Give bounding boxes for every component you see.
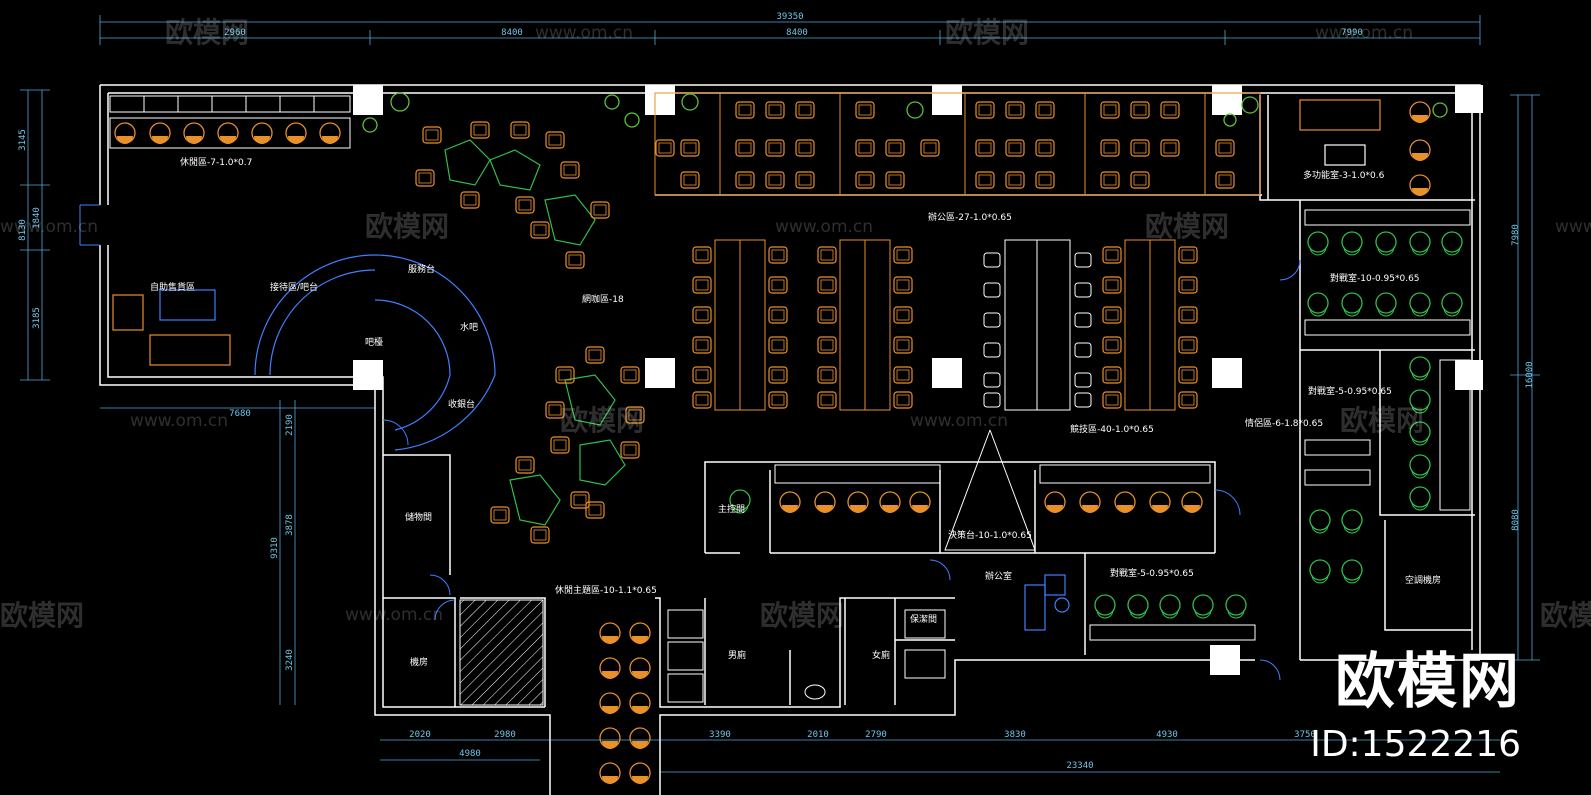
watermarks: 欧模网 www.om.cn 欧模网 www.om.cn www.om.cn 欧模… — [0, 16, 1591, 632]
dim-left-3: 3185 — [32, 307, 42, 329]
watermark-url: www.om.cn — [535, 23, 633, 43]
watermark-url: www.om.cn — [910, 411, 1008, 431]
dim-bottom-seg: 2980 — [494, 730, 516, 740]
label-lounge-top: 休閒區-7-1.0*0.7 — [180, 156, 252, 168]
watermark-url: www.om.cn — [1315, 23, 1413, 43]
hex-cluster-top — [415, 121, 610, 269]
brand-badge-name: 欧模网 — [1335, 647, 1521, 717]
dim-top-small: 2960 — [224, 28, 246, 38]
label-aircon: 空調機房 — [1405, 574, 1441, 586]
left-sofas — [112, 289, 231, 366]
walls — [99, 84, 1481, 795]
dim-lower-2: 3878 — [285, 514, 295, 536]
lounge-top-cabinets — [109, 95, 351, 149]
label-mens-wc: 男廁 — [728, 649, 746, 661]
label-booth-right-mid: 對戰室-5-0.95*0.65 — [1308, 385, 1392, 397]
office-top-desks — [654, 92, 1261, 196]
dim-left-2: 1840 — [32, 207, 42, 229]
reception-counter — [254, 254, 496, 451]
label-comp-area: 競技區-40-1.0*0.65 — [1070, 423, 1154, 435]
multi-room-furniture — [1299, 99, 1431, 197]
watermark-brand: 欧模网 — [945, 16, 1029, 49]
dim-lower-total: 9310 — [270, 537, 280, 559]
decision-row — [774, 429, 1211, 551]
office-desk — [1024, 574, 1070, 631]
label-womens-wc: 女廁 — [872, 649, 890, 661]
dim-right-1: 7980 — [1511, 224, 1521, 246]
dim-left-bottom: 7680 — [229, 409, 251, 419]
competition-desks — [714, 239, 1176, 411]
label-recept-c: 收銀台 — [448, 398, 475, 410]
hex-cluster-bottom — [490, 346, 645, 544]
dimension-labels: 39350 2960 8400 8400 7990 3145 1840 8130… — [18, 12, 1535, 771]
label-cleaning: 保潔間 — [910, 613, 937, 625]
label-office-main: 辦公區-27-1.0*0.65 — [928, 211, 1012, 223]
label-bar: 吧檯 — [365, 336, 383, 348]
dim-top-total: 39350 — [776, 12, 803, 22]
dim-right-2: 8080 — [1511, 509, 1521, 531]
dim-top-seg: 8400 — [786, 28, 808, 38]
watermark-url: www.om.cn — [1555, 217, 1591, 237]
columns — [353, 85, 1483, 675]
label-self-service: 自助售貨區 — [150, 281, 195, 293]
label-water-bar: 水吧 — [460, 321, 478, 333]
stair-shaft — [459, 599, 544, 706]
dim-bottom-seg: 2790 — [865, 730, 887, 740]
dim-bottom-seg: 2010 — [807, 730, 829, 740]
dim-bottom-total: 23340 — [1066, 761, 1093, 771]
watermark-brand: 欧模网 — [560, 404, 644, 437]
watermark-brand: 欧模网 — [760, 599, 844, 632]
dim-bottom-sub: 4980 — [459, 749, 481, 759]
label-corridor-seats: 休閒主題區-10-1.1*0.65 — [555, 584, 657, 596]
corridor-seats — [599, 622, 651, 785]
watermark-brand: 欧模网 — [1540, 599, 1591, 632]
battle-room-desks — [1089, 209, 1471, 641]
dim-bottom-seg: 4930 — [1156, 730, 1178, 740]
label-storage: 儲物間 — [405, 511, 432, 523]
label-office: 辦公室 — [985, 570, 1012, 582]
watermark-brand: 欧模网 — [1145, 210, 1229, 243]
dimension-lines — [20, 15, 1540, 773]
dim-bottom-seg: 2020 — [409, 730, 431, 740]
doors — [79, 204, 1301, 681]
room-labels: 休閒區-7-1.0*0.7 辦公區-27-1.0*0.65 多功能室-3-1.0… — [150, 156, 1441, 668]
dim-bottom-seg: 3830 — [1004, 730, 1026, 740]
watermark-brand: 欧模网 — [165, 16, 249, 49]
label-recept-b: 服務台 — [408, 263, 435, 275]
dim-bottom-seg: 3750 — [1294, 730, 1316, 740]
dim-right-total: 16000 — [1525, 361, 1535, 388]
label-control: 主控間 — [718, 503, 745, 515]
label-recept-a: 接待區/吧台 — [270, 281, 318, 293]
dim-lower-3: 3240 — [285, 649, 295, 671]
label-multi-room: 多功能室-3-1.0*0.6 — [1303, 169, 1385, 181]
label-decision-area: 決策台-10-1.0*0.65 — [948, 529, 1032, 541]
brand-badge-id: ID:1522216 — [1310, 724, 1521, 765]
dim-left-total: 8130 — [18, 219, 28, 241]
label-booth-right-top: 對戰室-10-0.95*0.65 — [1330, 272, 1420, 284]
watermark-url: www.om.cn — [345, 605, 443, 625]
dim-top-seg: 8400 — [501, 28, 523, 38]
dim-lower-1: 2190 — [285, 414, 295, 436]
plants — [362, 92, 1448, 133]
dim-bottom-seg: 3390 — [709, 730, 731, 740]
label-server-room: 機房 — [410, 656, 428, 668]
watermark-brand: 欧模网 — [1340, 404, 1424, 437]
watermark-brand: 欧模网 — [0, 599, 84, 632]
toilets — [667, 609, 946, 703]
lounge-top-seats — [114, 122, 341, 145]
label-lan-area: 網咖區-18 — [582, 293, 624, 305]
watermark-brand: 欧模网 — [365, 210, 449, 243]
watermark-url: www.om.cn — [0, 217, 98, 237]
watermark-url: www.om.cn — [775, 217, 873, 237]
dim-top-seg: 7990 — [1341, 28, 1363, 38]
label-booth-bottom: 對戰室-5-0.95*0.65 — [1110, 567, 1194, 579]
dim-left-1: 3145 — [18, 129, 28, 151]
label-single-area: 情侶區-6-1.8*0.65 — [1245, 417, 1323, 429]
watermark-url: www.om.cn — [130, 411, 228, 431]
